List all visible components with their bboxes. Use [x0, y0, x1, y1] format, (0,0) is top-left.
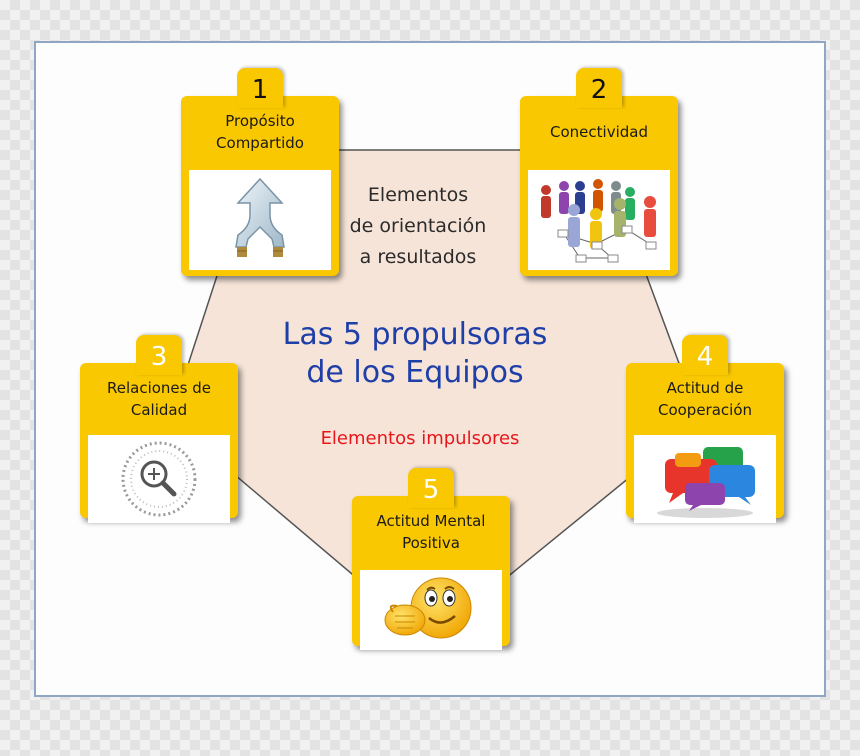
- node-3-label: Relaciones de Calidad: [84, 363, 234, 435]
- node-4-label-line-2: Cooperación: [657, 401, 753, 419]
- node-4-number: 4: [696, 342, 714, 372]
- orientation-line-2: de orientación: [349, 215, 487, 237]
- magnifier-icon: [88, 435, 230, 523]
- node-1-number: 1: [251, 75, 269, 105]
- speech-bubbles-icon: [634, 435, 776, 523]
- node-4-number-tab: 4: [682, 335, 728, 375]
- node-5-label-line-2: Positiva: [402, 534, 460, 552]
- node-5-card: Actitud Mental Positiva: [352, 496, 510, 650]
- merging-arrow-icon: [189, 170, 331, 270]
- center-subtitle: Elementos impulsores: [320, 428, 520, 449]
- node-3-number: 3: [150, 342, 168, 372]
- node-1-label-line-1: Propósito: [225, 112, 295, 130]
- node-2-number-tab: 2: [576, 68, 622, 108]
- node-3-label-line-1: Relaciones de: [107, 379, 211, 397]
- smiley-thumbs-up-icon: [360, 570, 502, 650]
- center-title-line-1: Las 5 propulsoras: [282, 317, 548, 352]
- node-1-label-line-2: Compartido: [216, 134, 304, 152]
- center-title: Las 5 propulsoras de los Equipos: [250, 316, 580, 392]
- people-network-icon: [528, 170, 670, 270]
- node-2-label-line-1: Conectividad: [550, 123, 648, 141]
- node-3-number-tab: 3: [136, 335, 182, 375]
- node-1-card: Propósito Compartido: [181, 96, 339, 276]
- node-2-number: 2: [590, 75, 608, 105]
- orientation-line-1: Elementos: [367, 184, 469, 206]
- node-3-label-line-2: Calidad: [130, 401, 188, 419]
- node-1-number-tab: 1: [237, 68, 283, 108]
- node-4-card: Actitud de Cooperación: [626, 363, 784, 523]
- center-title-line-2: de los Equipos: [306, 355, 524, 390]
- orientation-line-3: a resultados: [359, 246, 477, 268]
- node-5-label: Actitud Mental Positiva: [356, 496, 506, 568]
- node-5-label-line-1: Actitud Mental: [376, 512, 486, 530]
- orientation-text: Elementos de orientación a resultados: [340, 180, 496, 273]
- node-4-label: Actitud de Cooperación: [630, 363, 780, 435]
- node-5-number: 5: [422, 475, 440, 505]
- node-3-card: Relaciones de Calidad: [80, 363, 238, 523]
- node-5-number-tab: 5: [408, 468, 454, 508]
- node-2-card: Conectividad: [520, 96, 678, 276]
- node-4-label-line-1: Actitud de: [666, 379, 744, 397]
- node-2-label: Conectividad: [524, 96, 674, 168]
- node-1-label: Propósito Compartido: [185, 96, 335, 168]
